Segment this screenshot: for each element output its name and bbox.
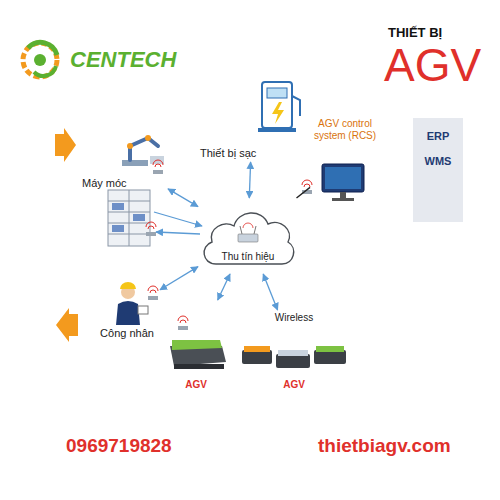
connector [249, 162, 250, 198]
node-label: AGV control system (RCS) [313, 118, 377, 141]
connector [168, 189, 198, 207]
node-label: Wireless [275, 312, 313, 324]
node-label: WMS [425, 155, 452, 168]
worker-node: Công nhân [94, 278, 160, 342]
website: thietbiagv.com [318, 436, 451, 457]
charger-icon [258, 82, 300, 132]
connector [297, 187, 311, 198]
node-label: Thu tín hiệu [222, 251, 275, 263]
rack-link [156, 232, 200, 234]
charger-node: Thiết bị sạc [198, 78, 306, 162]
connector [218, 274, 230, 300]
rcs-node: AGV control system (RCS) [310, 116, 380, 204]
wifi-router [146, 160, 312, 330]
flow-arrow [56, 308, 78, 342]
worker-icon [116, 282, 148, 325]
brand-name: CENTECH [70, 48, 176, 72]
node-label: ERP [427, 130, 450, 143]
cloud-shape [198, 198, 298, 274]
agv-vehicle [170, 340, 226, 369]
brand-tag: THIẾT BỊ [388, 26, 442, 40]
brand-logo: AGV [384, 40, 481, 91]
system-panel: ERP WMS [413, 118, 463, 222]
node-label: Thiết bị sạc [200, 147, 256, 160]
node-label: Máy móc [82, 177, 127, 190]
connector [160, 267, 198, 290]
storage-rack [108, 190, 150, 246]
signal-cloud: Thu tín hiệu [198, 198, 298, 274]
agv-group-node: WirelessAGV [238, 310, 350, 392]
machine-node: Máy móc [80, 134, 168, 192]
agv-node: AGV [164, 300, 228, 392]
computer-icon [322, 164, 364, 201]
flow-arrow [55, 128, 76, 162]
agv-vehicle [242, 346, 346, 368]
node-label: Công nhân [100, 327, 154, 340]
robot-arm-icon [122, 135, 164, 166]
logo-gear [23, 42, 57, 77]
node-label: AGV [185, 379, 207, 391]
connector [263, 274, 277, 310]
rack-link [154, 212, 202, 226]
node-label: AGV [283, 379, 305, 391]
phone-number: 0969719828 [66, 436, 172, 457]
